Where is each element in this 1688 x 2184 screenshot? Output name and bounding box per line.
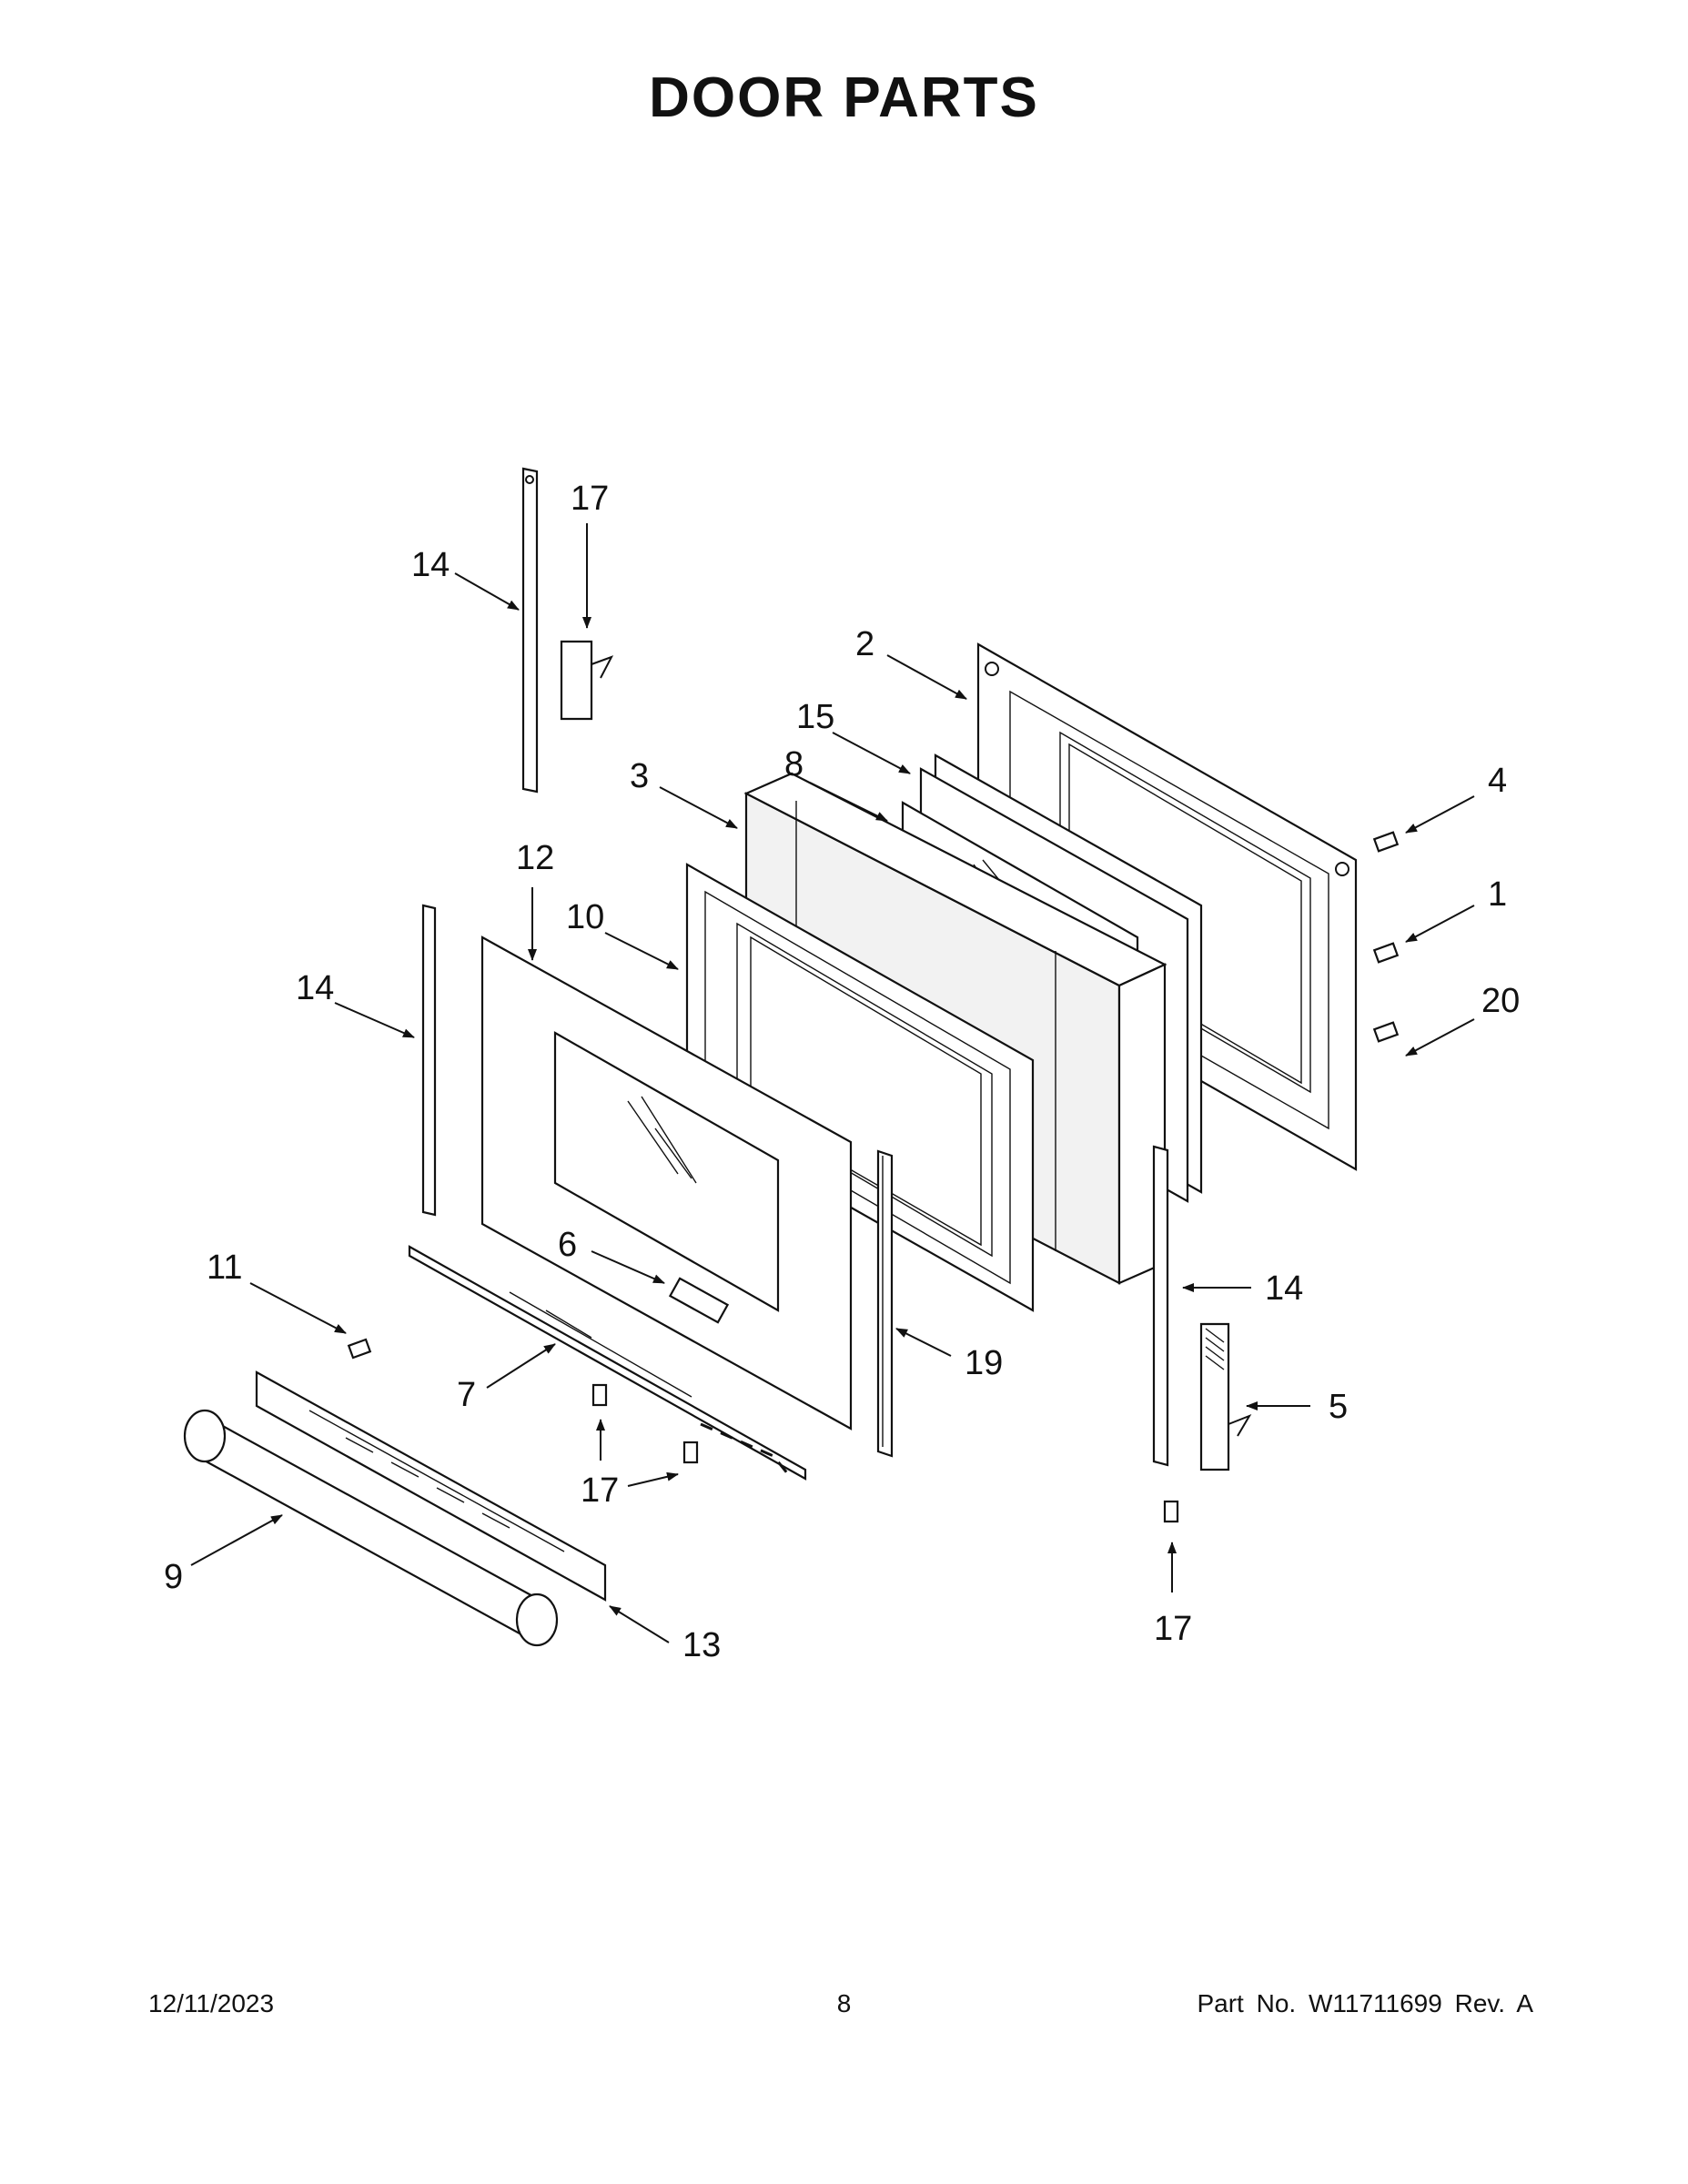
footer-date: 12/11/2023 — [148, 1989, 275, 2017]
callout-4: 4 — [1488, 762, 1507, 800]
part-door-frame — [685, 863, 1035, 1312]
callout-labels: 17 14 2 15 8 3 4 12 10 1 14 20 6 14 11 1… — [164, 480, 1520, 1664]
footer-page-number: 8 — [836, 1989, 852, 2017]
part-side-trims — [421, 904, 894, 1458]
callout-8: 8 — [784, 745, 804, 784]
part-outer-door-glass — [480, 935, 853, 1431]
part-badge — [668, 1277, 730, 1324]
callout-15: 14 — [296, 969, 334, 1007]
callout-1: 1 — [1488, 875, 1507, 914]
part-handle — [183, 1409, 559, 1647]
callout-10: 10 — [566, 898, 604, 936]
footer-part-number: Part No. W11711699 Rev. A — [1197, 1989, 1533, 2017]
callout-12: 12 — [516, 839, 554, 877]
callout-16: 15 — [796, 698, 834, 736]
callout-leaders — [190, 523, 1475, 1643]
callout-18: 17 — [571, 480, 609, 518]
part-bottom-trim — [408, 1245, 807, 1481]
screws — [347, 831, 1400, 1523]
callout-14-left: 14 — [411, 546, 450, 584]
callout-14-right: 14 — [1265, 1269, 1303, 1308]
dashed-guide-line — [700, 1422, 793, 1480]
callout-13: 13 — [682, 1626, 721, 1664]
callout-19: 19 — [965, 1344, 1003, 1382]
callout-20: 20 — [1481, 982, 1520, 1020]
callout-11: 11 — [207, 1249, 242, 1287]
callout-9: 9 — [164, 1558, 183, 1596]
callout-6: 6 — [558, 1226, 577, 1264]
callout-17-right: 17 — [1154, 1610, 1192, 1648]
callout-5: 5 — [1329, 1388, 1348, 1426]
part-hinge-channel-right — [1152, 1145, 1252, 1471]
callout-3: 3 — [630, 757, 649, 795]
part-hinge-channel-left — [521, 467, 614, 794]
callout-7: 7 — [457, 1376, 476, 1414]
page-title: DOOR PARTS — [649, 66, 1039, 129]
callout-2: 2 — [855, 625, 874, 663]
part-vent-bar — [255, 1370, 607, 1602]
callout-17-center: 17 — [581, 1471, 619, 1510]
